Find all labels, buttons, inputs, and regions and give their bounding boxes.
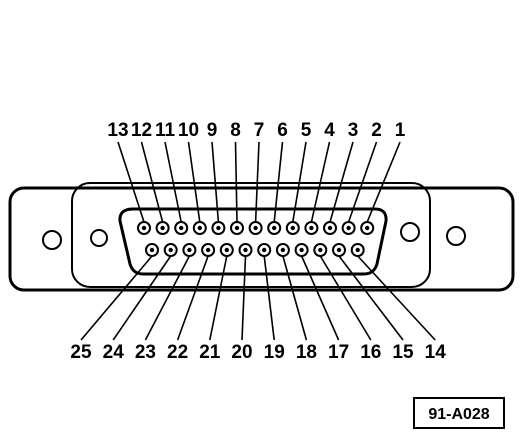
pin-14: [350, 243, 365, 257]
pin-5: [285, 221, 300, 235]
pin-6: [267, 221, 282, 235]
pin-label-24: 24: [103, 342, 125, 363]
leader-line-pin-21: [209, 255, 228, 341]
pin-3: [323, 221, 337, 235]
leader-line-pin-2: [347, 141, 378, 223]
pin-7: [248, 221, 263, 235]
leader-line-pin-11: [164, 141, 182, 223]
leader-line-pin-1: [366, 141, 401, 223]
figure-reference-box: 91-A028: [413, 397, 505, 429]
pin-11: [174, 221, 189, 235]
pin-label-5: 5: [301, 120, 312, 141]
leader-line-pin-6: [273, 141, 284, 223]
connector-shell-outline: [71, 182, 431, 288]
pin-label-8: 8: [230, 120, 241, 141]
leader-line-pin-23: [144, 255, 191, 341]
leader-line-pin-7: [254, 141, 260, 223]
leader-line-pin-12: [140, 141, 164, 223]
mounting-hole-right-inner: [400, 222, 420, 242]
pin-label-2: 2: [371, 120, 382, 141]
leader-line-pin-10: [187, 141, 201, 223]
pin-18: [275, 243, 290, 257]
pin-label-20: 20: [231, 342, 252, 363]
leader-line-pin-22: [176, 255, 209, 341]
leader-line-pin-20: [241, 255, 247, 341]
pin-25: [145, 243, 159, 257]
leader-line-pin-16: [319, 255, 372, 341]
pin-17: [294, 243, 309, 257]
pin-label-19: 19: [264, 342, 285, 363]
leader-line-pin-9: [211, 141, 220, 223]
leader-line-pin-18: [282, 255, 308, 341]
figure-reference-code: 91-A028: [428, 406, 489, 423]
pin-15: [332, 243, 346, 257]
pin-label-23: 23: [135, 342, 156, 363]
mounting-hole-left: [42, 230, 62, 250]
leader-line-pin-3: [329, 141, 354, 223]
leader-line-pin-14: [357, 255, 436, 341]
pin-16: [313, 243, 328, 257]
pin-label-18: 18: [296, 342, 317, 363]
pin-label-13: 13: [107, 120, 128, 141]
leader-line-pin-5: [292, 141, 307, 223]
pin-22: [201, 243, 216, 257]
pin-1: [360, 221, 375, 235]
pin-label-21: 21: [199, 342, 221, 363]
leader-line-pin-13: [117, 141, 145, 223]
pin-21: [219, 243, 234, 257]
leader-lines: [80, 141, 436, 341]
pin-label-4: 4: [324, 120, 335, 141]
pin-label-22: 22: [167, 342, 188, 363]
pin-2: [341, 221, 356, 235]
leader-line-pin-17: [300, 255, 340, 341]
pin-4: [304, 221, 319, 235]
pin-label-17: 17: [328, 342, 349, 363]
pin-label-16: 16: [360, 342, 381, 363]
pin-19: [257, 243, 272, 257]
pin-23: [182, 243, 197, 257]
pin-label-11: 11: [155, 120, 176, 141]
pin-24: [163, 243, 178, 257]
leader-line-pin-24: [112, 255, 172, 341]
pin-10: [192, 221, 207, 235]
pin-label-12: 12: [131, 120, 152, 141]
pin-label-14: 14: [425, 342, 447, 363]
pin-contacts: [137, 221, 375, 257]
leader-line-pin-15: [338, 255, 404, 341]
pin-label-15: 15: [392, 342, 414, 363]
leader-line-pin-19: [263, 255, 275, 341]
pin-label-25: 25: [70, 342, 92, 363]
mounting-hole-left-inner: [90, 229, 108, 247]
leader-line-pin-8: [234, 141, 238, 223]
pin-13: [137, 221, 151, 235]
pin-label-6: 6: [277, 120, 288, 141]
pin-label-10: 10: [178, 120, 199, 141]
pin-label-1: 1: [395, 120, 406, 141]
mounting-hole-right: [446, 226, 466, 246]
leader-line-pin-4: [310, 141, 331, 223]
pin-20: [238, 243, 253, 257]
pin-9: [211, 221, 226, 235]
pin-label-7: 7: [254, 120, 265, 141]
pin-12: [155, 221, 170, 235]
pin-label-9: 9: [207, 120, 218, 141]
pin-8: [230, 221, 244, 235]
pin-label-3: 3: [348, 120, 359, 141]
leader-line-pin-25: [80, 255, 153, 341]
